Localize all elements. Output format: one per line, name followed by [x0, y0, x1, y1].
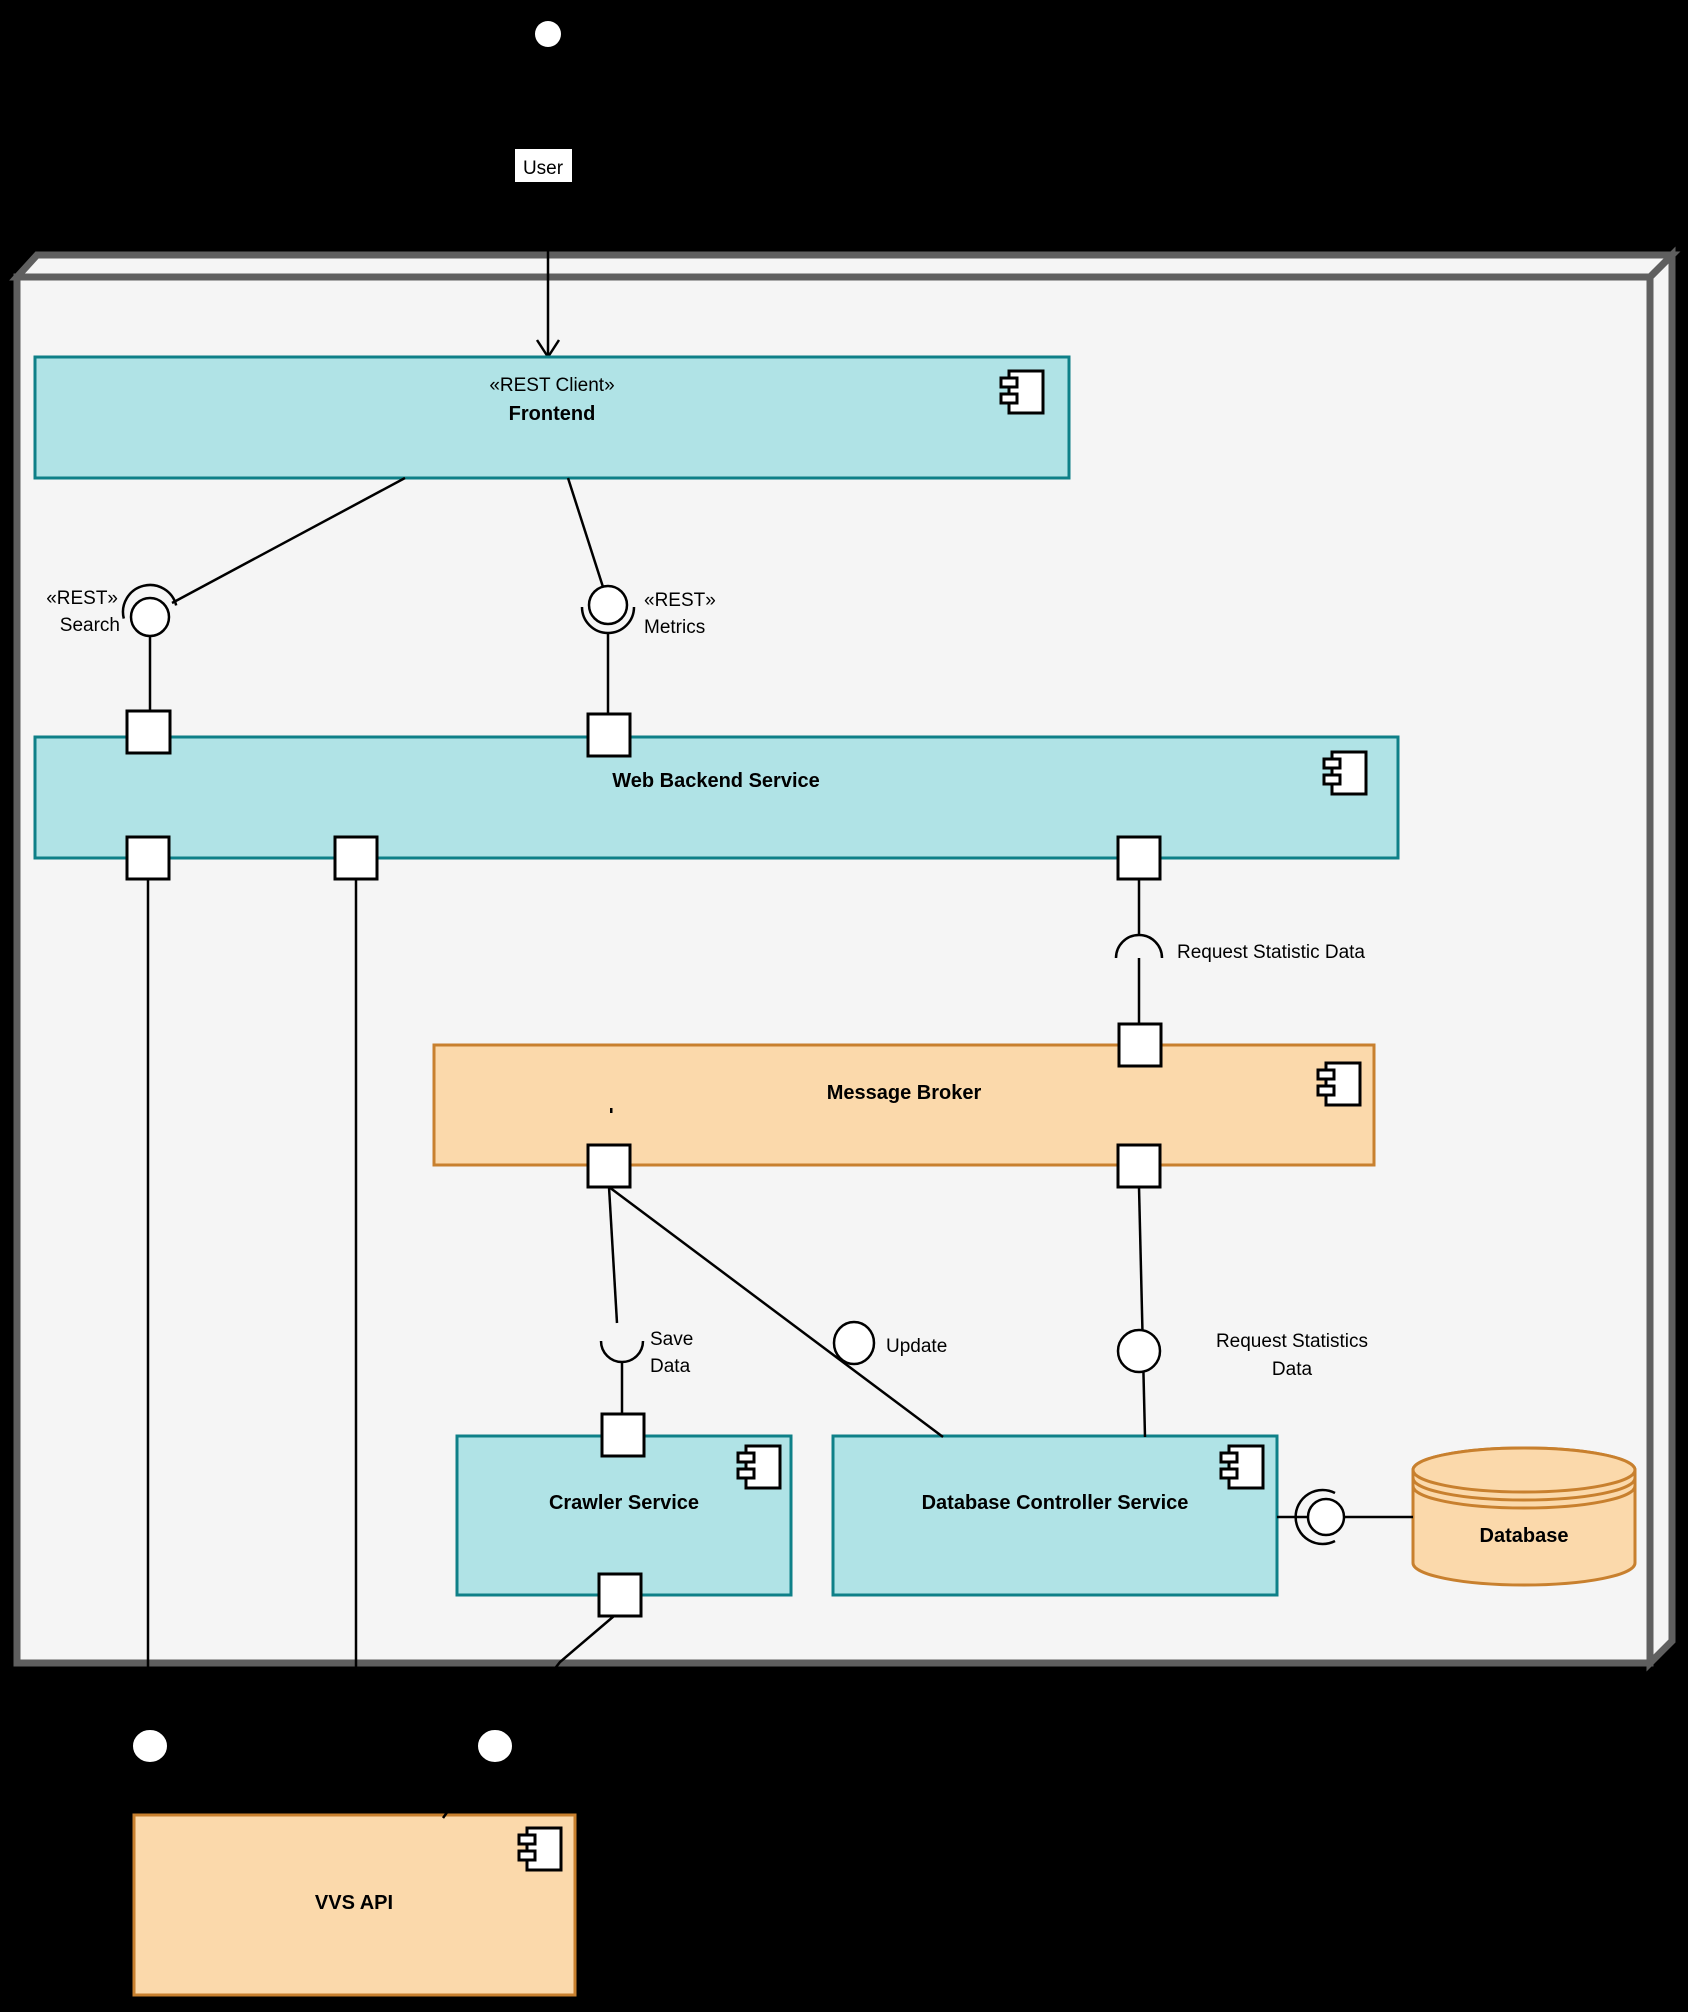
system-node: [9, 246, 1681, 1672]
port-crawler-bottom: [597, 1572, 643, 1618]
update-ball-icon: [832, 1320, 876, 1366]
web-backend-title: Web Backend Service: [612, 770, 820, 792]
component-crawler: Crawler Service: [455, 1434, 793, 1597]
vvs-provided-ball-icon-1: [131, 1728, 169, 1764]
save-data-label-line1: Save: [650, 1329, 693, 1350]
actor-label-bg: [515, 149, 572, 182]
port-broker-bottom-right: [1116, 1143, 1162, 1189]
frontend-stereotype: «REST Client»: [489, 375, 614, 396]
database-ball-icon: [1306, 1497, 1346, 1537]
vvs-provided-ball-icon-2: [476, 1728, 514, 1764]
db-controller-title: Database Controller Service: [922, 1492, 1189, 1514]
component-message-broker: Message Broker: [432, 1043, 1376, 1167]
port-crawler-top: [600, 1412, 646, 1458]
port-broker-top: [1117, 1022, 1163, 1068]
search-label: Search: [60, 615, 120, 636]
search-stereotype-label: «REST»: [46, 588, 118, 609]
component-frontend: «REST Client» Frontend: [33, 355, 1071, 480]
cylinder-ring: [1411, 1485, 1637, 1510]
crawler-vvs-connector: [441, 1615, 615, 1819]
component-vvs-api: VVS API: [132, 1813, 577, 1997]
save-data-socket-icon: [599, 1340, 645, 1364]
metrics-socket-icon: [580, 606, 636, 635]
database-title: Database: [1480, 1525, 1569, 1547]
vvs-api-title: VVS API: [315, 1892, 393, 1914]
database-socket-icon: [1294, 1488, 1336, 1546]
port-backend-metrics: [586, 712, 632, 758]
frontend-search-connector: [171, 476, 406, 605]
cylinder-ring: [1411, 1477, 1637, 1502]
request-statistics-label-line1: Request Statistics: [1216, 1331, 1368, 1352]
metrics-ball-icon: [587, 584, 629, 626]
broker-savedata-connector: [607, 1186, 619, 1324]
broker-reqstats-dbcontroller-connector: [1137, 1186, 1147, 1438]
port-broker-bottom-left: [586, 1143, 632, 1189]
frontend-title: Frontend: [509, 403, 596, 425]
actor-head-icon: [535, 21, 561, 47]
save-data-label-line2: Data: [650, 1356, 691, 1377]
component-web-backend: Web Backend Service: [33, 735, 1400, 860]
search-socket-icon: [121, 583, 178, 619]
request-statistics-ball-icon: [1116, 1328, 1162, 1374]
crawler-title: Crawler Service: [549, 1492, 699, 1514]
request-statistic-socket-icon: [1114, 933, 1164, 959]
request-statistics-label-line2: Data: [1272, 1359, 1313, 1380]
request-statistic-label: Request Statistic Data: [1177, 942, 1365, 963]
update-label: Update: [886, 1336, 947, 1357]
metrics-stereotype-label: «REST»: [644, 590, 716, 611]
frontend-metrics-connector: [566, 477, 605, 588]
search-ball-icon: [129, 596, 171, 638]
metrics-label: Metrics: [644, 617, 705, 638]
port-backend-bottom-3: [1116, 835, 1162, 881]
port-backend-bottom-2: [333, 835, 379, 881]
stray-dot: [610, 1108, 613, 1113]
message-broker-title: Message Broker: [827, 1082, 982, 1104]
broker-update-dbcontroller-connector: [608, 1185, 944, 1439]
port-backend-bottom-1: [125, 835, 171, 881]
node-front-face: [13, 273, 1654, 1667]
actor-label: User: [523, 158, 564, 179]
database-cylinder: Database: [1411, 1446, 1637, 1587]
port-backend-search: [125, 709, 172, 755]
component-db-controller: Database Controller Service: [831, 1434, 1279, 1597]
